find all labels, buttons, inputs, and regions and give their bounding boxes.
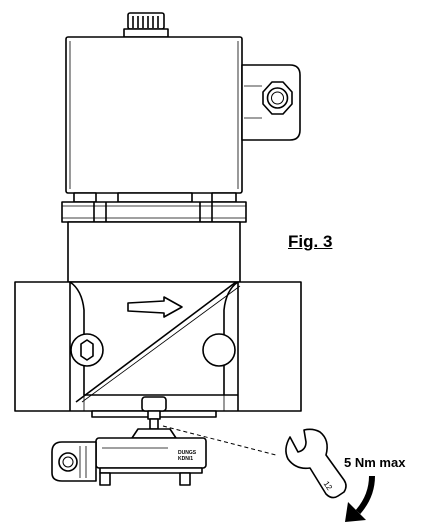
figure-label: Fig. 3 [288,232,333,251]
valve-neck [67,221,241,283]
flange-plate [61,201,247,223]
rotation-arrow [345,475,375,522]
valve-body [14,281,302,418]
coil-feet [73,192,237,203]
connector-text-1: DUNGS [178,450,197,456]
wrench [285,428,347,499]
torque-label: 5 Nm max [344,455,406,470]
top-knob [123,12,169,38]
side-connector [241,64,301,141]
coil-housing [65,36,243,194]
bottom-connector [51,437,207,486]
leader-line [162,425,277,456]
connector-text-2: KDN/1 [178,456,193,462]
